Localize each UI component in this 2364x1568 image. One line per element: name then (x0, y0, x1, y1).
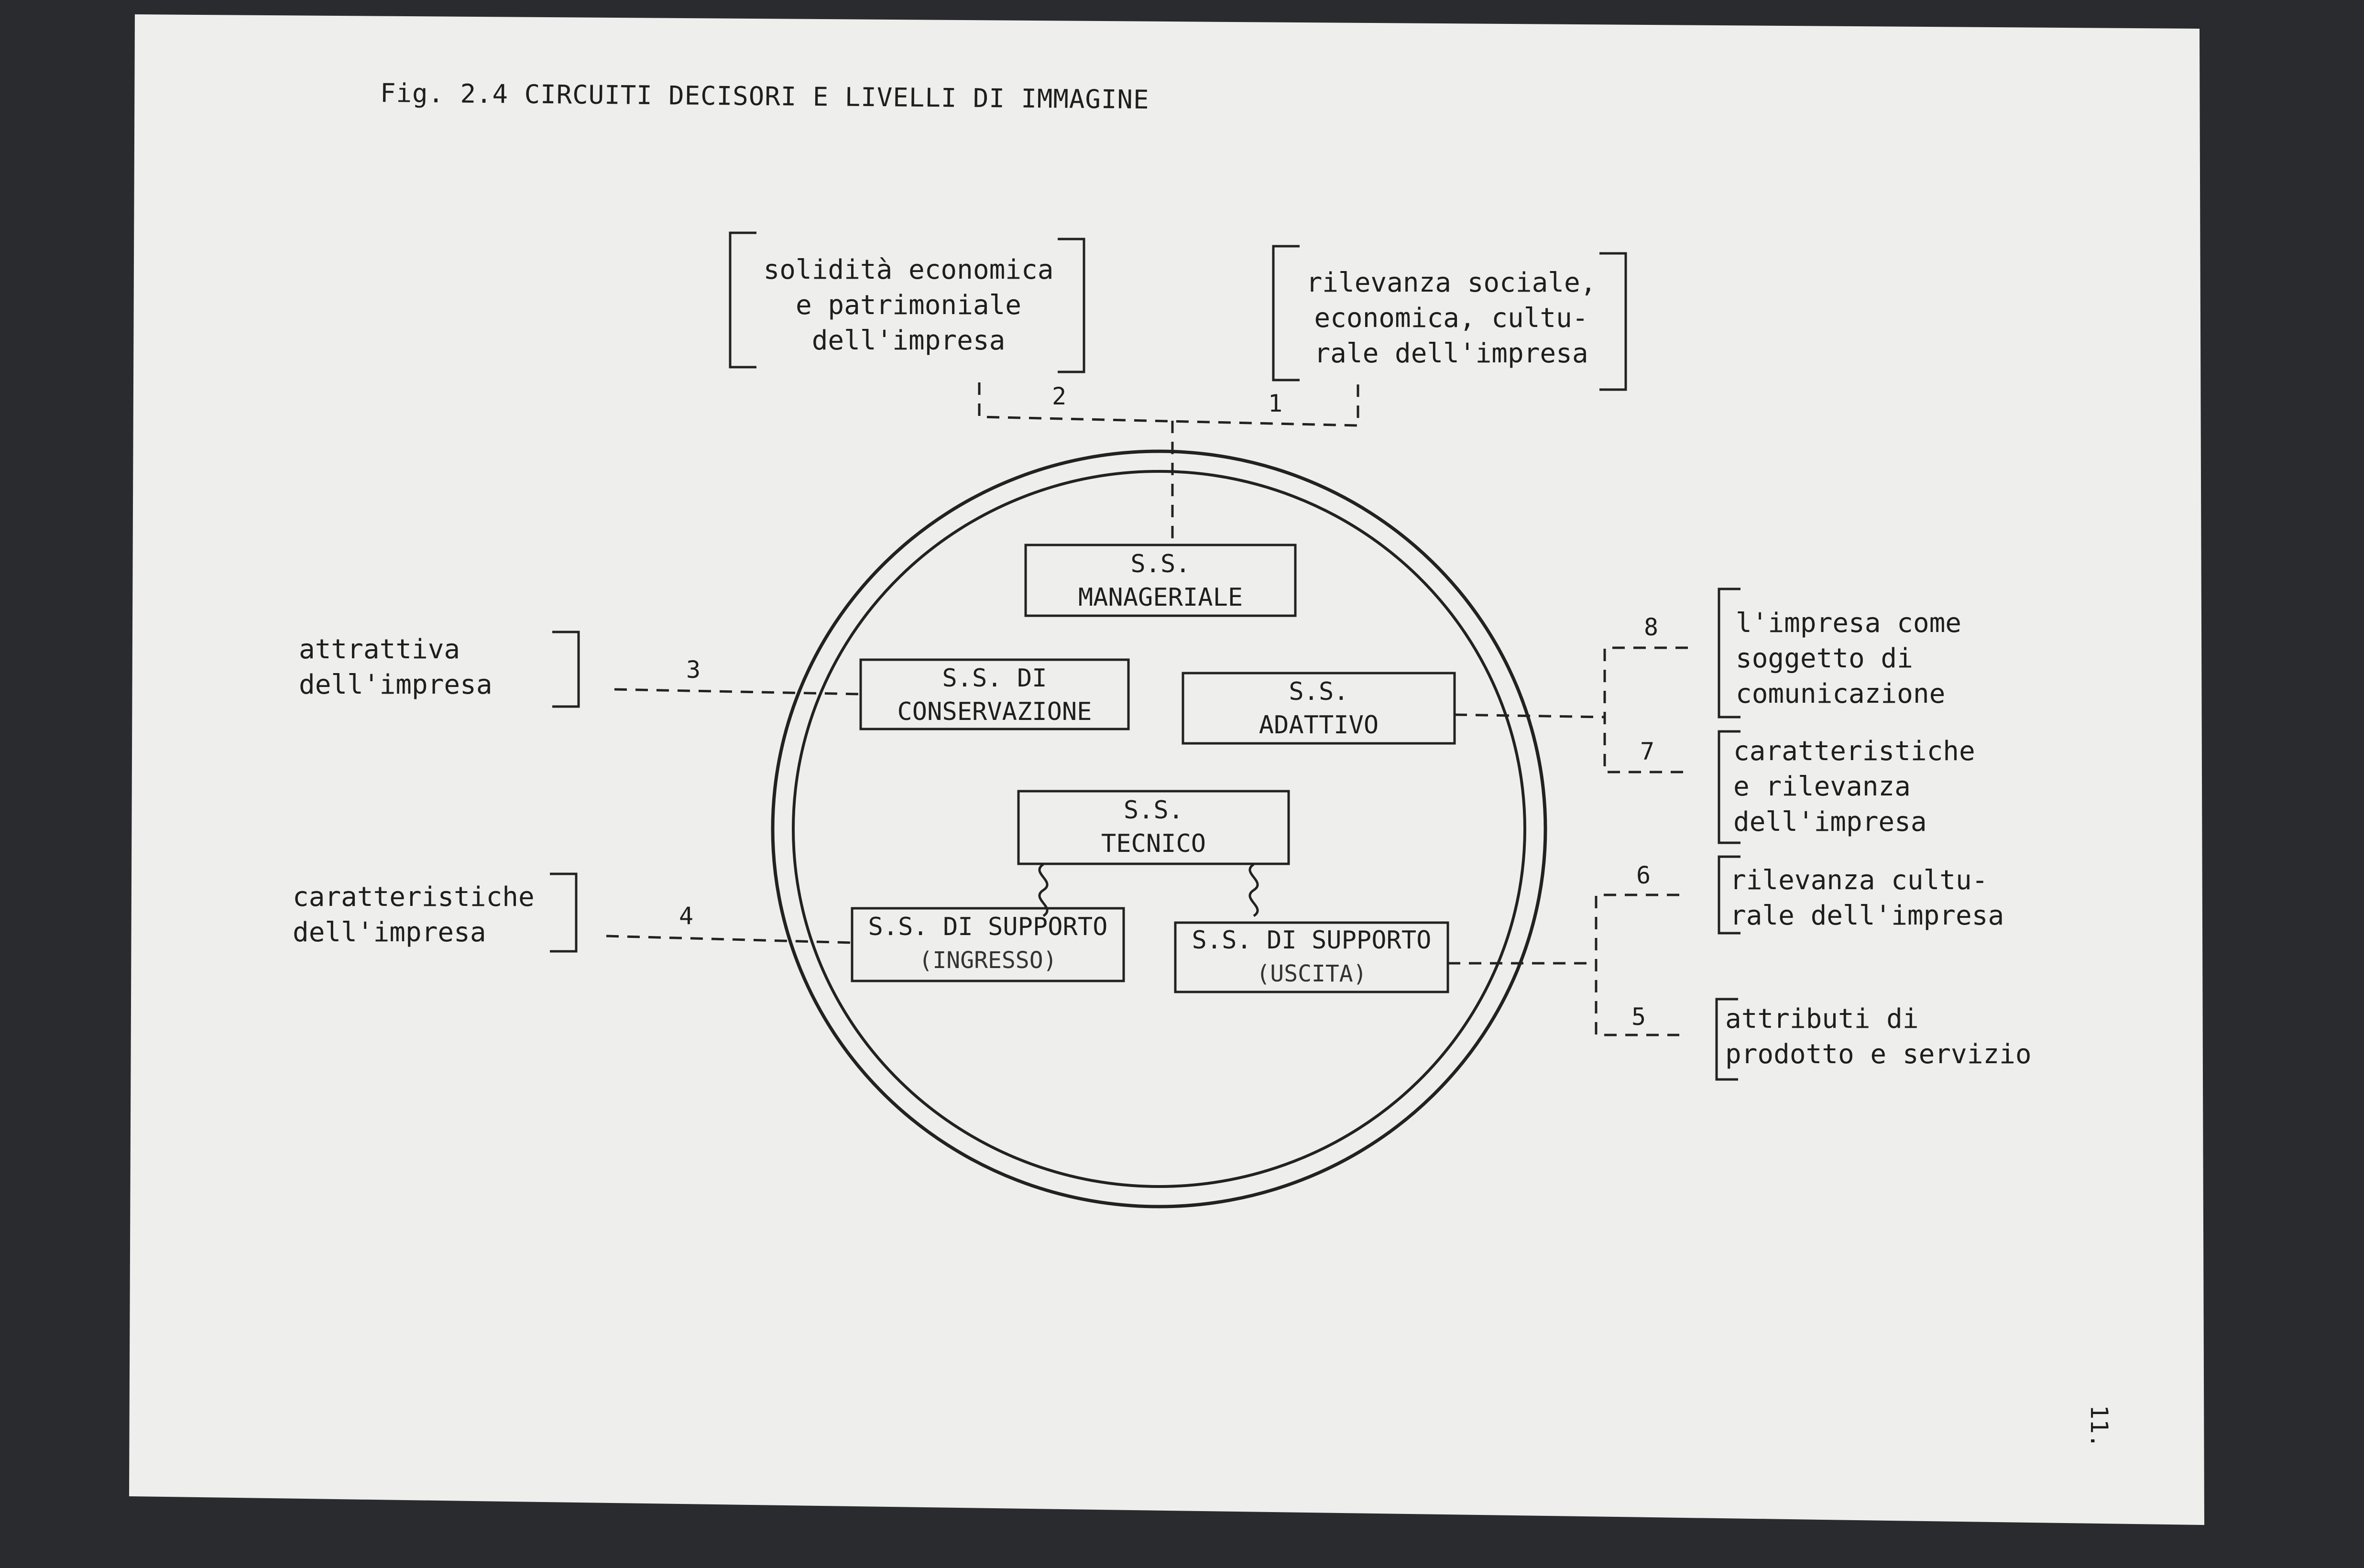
box-managerial-label: S.S. MANAGERIALE (1078, 550, 1243, 612)
level-7-number: 7 (1640, 738, 1655, 765)
level-6-number: 6 (1636, 861, 1651, 889)
dash-branch-6-5 (1595, 893, 1679, 1036)
level-2-number: 2 (1052, 382, 1067, 410)
bracket-1-left (1272, 245, 1300, 381)
box-managerial (1024, 544, 1297, 617)
level-1-text: rilevanza sociale, economica, cultu- ral… (1306, 267, 1597, 369)
level-8-text: l'impresa come soggetto di comunicazione (1736, 608, 1962, 709)
level-6-text: rilevanza cultu- rale dell'impresa (1730, 865, 2004, 931)
bracket-2-left (729, 231, 756, 369)
level-3-text: attrattiva dell'impresa (299, 634, 492, 700)
level-7-text: caratteristiche e rilevanza dell'impresa (1733, 736, 1975, 838)
box-conservation (859, 658, 1130, 730)
page-number: 11. (2085, 1405, 2113, 1448)
level-1-number: 1 (1268, 390, 1283, 417)
level-4-text: caratteristiche dell'impresa (293, 882, 535, 948)
level-4-number: 4 (679, 902, 694, 930)
box-technical-label: S.S. TECNICO (1101, 796, 1206, 858)
dash-adaptive-out (1454, 713, 1605, 719)
box-support-in-label: S.S. DI SUPPORTO (INGRESSO) (868, 913, 1108, 974)
level-5-number: 5 (1631, 1003, 1646, 1031)
box-technical (1017, 790, 1290, 865)
box-adaptive (1182, 672, 1456, 745)
bracket-3 (552, 631, 580, 708)
paper-sheet (129, 14, 2204, 1525)
bracket-4 (550, 872, 578, 953)
wave-connector-right (1248, 863, 1259, 917)
box-conservation-label: S.S. DI CONSERVAZIONE (897, 664, 1092, 726)
wave-connector-left (1038, 863, 1049, 917)
bracket-8 (1718, 588, 1740, 719)
box-support-in (851, 907, 1125, 982)
bracket-6 (1718, 855, 1740, 935)
level-2-text: solidità economica e patrimoniale dell'i… (763, 254, 1054, 356)
outer-circle (771, 449, 1547, 1209)
box-support-out (1174, 921, 1449, 993)
level-5-text: attributi di prodotto e servizio (1725, 1003, 2032, 1070)
bracket-2-right (1058, 238, 1085, 373)
box-support-out-label: S.S. DI SUPPORTO (USCITA) (1192, 926, 1432, 987)
level-3-number: 3 (686, 656, 701, 684)
box-adaptive-label: S.S. ADATTIVO (1259, 677, 1379, 740)
level-8-number: 8 (1644, 613, 1659, 641)
bracket-7 (1718, 730, 1740, 844)
inner-circle (792, 470, 1526, 1188)
bracket-1-right (1599, 252, 1627, 391)
bracket-5 (1715, 998, 1738, 1081)
